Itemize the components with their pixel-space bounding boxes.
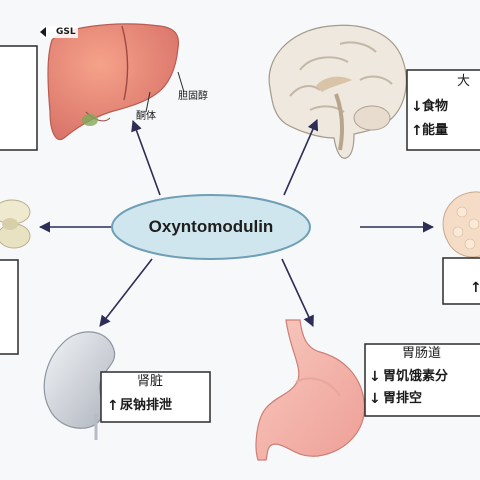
arrow-to-kidney [99,258,153,327]
stomach-line-2: 胃排空 [383,391,423,406]
brain-line-1: 食物 [422,99,449,114]
kidney-box [100,371,211,423]
brain-line-2: 能量 [422,123,449,138]
kidney-arrow-1: ↑ [107,398,119,414]
left-upper-box [0,45,38,151]
brain-arrow-1: ↓ [411,99,423,115]
liver-label-bile: 胆固醇 [178,91,208,102]
brain-title: 大 [457,74,471,89]
stomach-line-1: 胃饥饿素分 [383,369,449,384]
stomach-arrow-1: ↓ [369,369,381,385]
ketone-leader [145,91,151,113]
stomach-illustration [255,319,366,461]
left-lower-box [0,259,19,355]
arrow-to-brain [283,118,319,196]
fat-arrow-1: ↑ [470,280,480,296]
kidney-title: 肾脏 [137,374,164,389]
brain-illustration [268,24,407,159]
center-ellipse [111,194,311,260]
fat-illustration [442,191,480,258]
center-label: Oxyntomodulin [148,217,274,236]
arrow-to-liver [131,119,161,196]
brain-box [406,69,480,151]
liver-label-ketone: 酮体 [136,111,156,122]
kidney-line-1: 尿钠排泄 [120,398,173,413]
connector-arrows [38,118,435,328]
liver-tag-text: GSL [56,27,76,37]
stomach-arrow-2: ↓ [369,391,381,407]
fat-box [442,257,480,305]
bile-leader [177,71,185,93]
liver-illustration [47,23,180,141]
stomach-box [364,343,480,417]
stomach-title: 胃肠道 [402,346,442,361]
arrow-to-stomach [281,258,314,328]
brain-arrow-2: ↑ [411,123,423,139]
liver-tag [40,26,78,38]
left-organ-illustration [0,199,31,249]
